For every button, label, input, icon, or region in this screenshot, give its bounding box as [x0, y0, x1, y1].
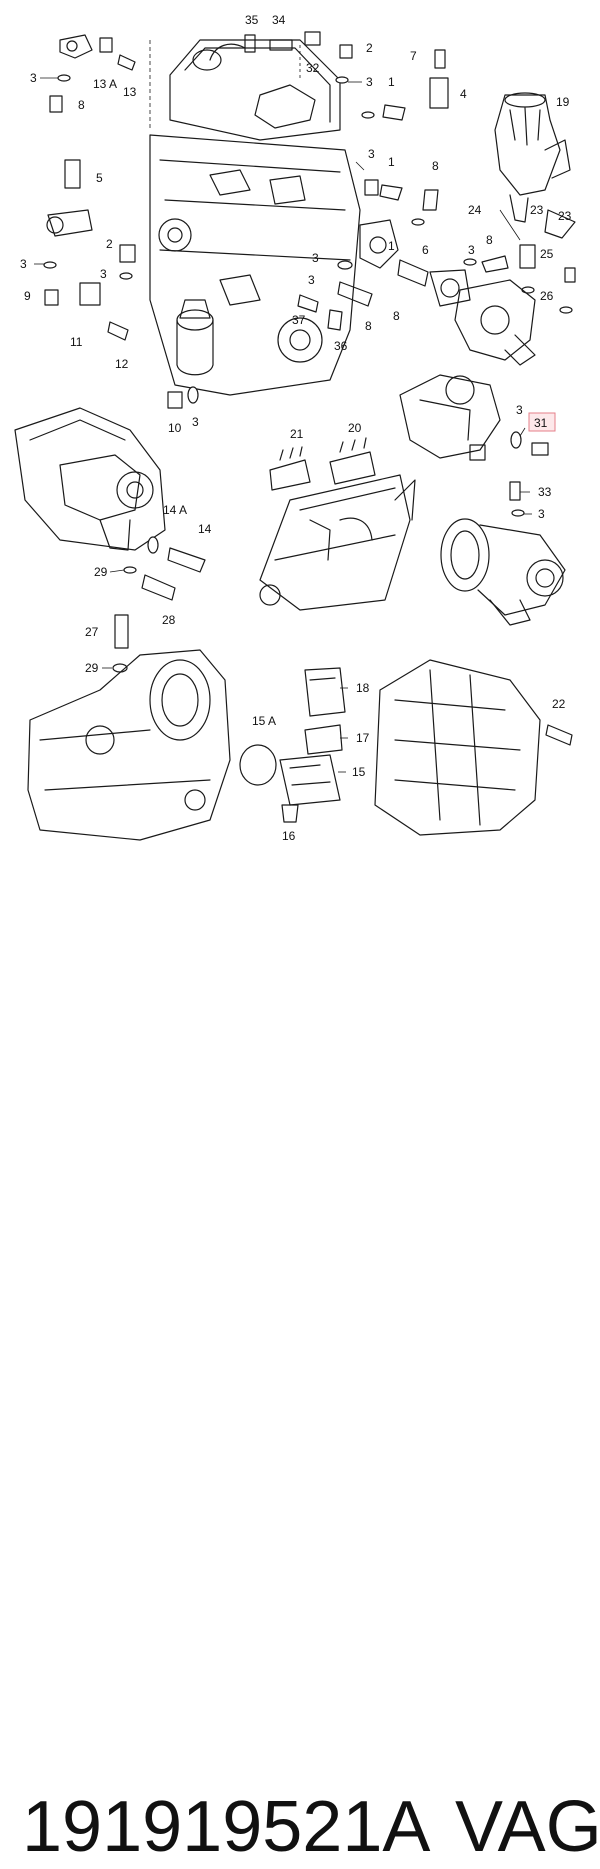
callout-24: 24: [468, 203, 482, 217]
gearbox-upper-drawing: [14, 407, 206, 601]
callout-3: 3: [100, 267, 107, 281]
callout-37: 37: [292, 313, 306, 327]
callout-8: 8: [78, 98, 85, 112]
callout-15: 15: [352, 765, 366, 779]
distributor-drawing: [454, 92, 576, 366]
callout-9: 9: [24, 289, 31, 303]
turbocharger-drawing: [440, 481, 566, 626]
plug-and-washer-10-3: [167, 386, 199, 409]
callout-3: 3: [192, 415, 199, 429]
brand-name: VAG: [455, 1787, 600, 1867]
callout-29: 29: [94, 565, 108, 579]
sensor-group-top-right: [244, 31, 509, 331]
callout-6: 6: [422, 243, 429, 257]
callout-22: 22: [552, 697, 566, 711]
callout-8: 8: [432, 159, 439, 173]
callout-15a: 15 A: [252, 714, 276, 728]
leader-lines: [34, 77, 532, 773]
callout-35: 35: [245, 13, 259, 27]
highlight-box-31: [528, 412, 556, 432]
callout-3: 3: [366, 75, 373, 89]
footer: 191919521A VAG: [0, 890, 600, 1867]
callout-3: 3: [516, 403, 523, 417]
callout-29: 29: [85, 661, 99, 675]
callout-23: 23: [530, 203, 544, 217]
callout-33: 33: [538, 485, 552, 499]
callout-1: 1: [388, 155, 395, 169]
callout-28: 28: [162, 613, 176, 627]
callout-2: 2: [106, 237, 113, 251]
callout-3: 3: [20, 257, 27, 271]
callout-1: 1: [388, 75, 395, 89]
exploded-parts-diagram: 35 34 2 13 A 13 3 8 32 3 1 7 4 19 3 1 8 …: [14, 13, 576, 843]
callout-8: 8: [486, 233, 493, 247]
callout-4: 4: [460, 87, 467, 101]
carburetor-drawing: [399, 374, 549, 461]
callout-12: 12: [115, 357, 129, 371]
callout-14: 14: [198, 522, 212, 536]
callout-3: 3: [312, 251, 319, 265]
callout-36: 36: [334, 339, 348, 353]
callout-2: 2: [366, 41, 373, 55]
callout-34: 34: [272, 13, 286, 27]
callout-25: 25: [540, 247, 554, 261]
callout-3: 3: [30, 71, 37, 85]
callout-3: 3: [308, 273, 315, 287]
sensor-group-top-left: [43, 34, 136, 341]
gearbox-lower-drawing: [27, 614, 231, 841]
callout-26: 26: [540, 289, 554, 303]
callout-8: 8: [365, 319, 372, 333]
callout-18: 18: [356, 681, 370, 695]
callout-31: 31: [534, 416, 548, 430]
callout-21: 21: [290, 427, 304, 441]
callout-5: 5: [96, 171, 103, 185]
callout-27: 27: [85, 625, 99, 639]
injection-pump-drawing: [259, 437, 416, 611]
callout-23: 23: [558, 209, 572, 223]
callout-20: 20: [348, 421, 362, 435]
callout-17: 17: [356, 731, 370, 745]
callout-3: 3: [468, 243, 475, 257]
callout-13a: 13 A: [93, 77, 117, 91]
engine-block-drawing: [149, 39, 361, 396]
callout-3: 3: [368, 147, 375, 161]
callout-7: 7: [410, 49, 417, 63]
callout-8: 8: [393, 309, 400, 323]
callout-3: 3: [538, 507, 545, 521]
part-number: 191919521A: [22, 1787, 431, 1867]
mount-parts-drawing: [239, 667, 346, 823]
transmission-case-drawing: [374, 659, 573, 836]
callout-11: 11: [70, 335, 83, 349]
callout-14a: 14 A: [163, 503, 187, 517]
callout-1: 1: [388, 239, 395, 253]
callout-13: 13: [123, 85, 137, 99]
callout-32: 32: [306, 61, 320, 75]
callout-19: 19: [556, 95, 570, 109]
callout-16: 16: [282, 829, 296, 843]
callout-labels: 35 34 2 13 A 13 3 8 32 3 1 7 4 19 3 1 8 …: [20, 13, 572, 843]
callout-10: 10: [168, 421, 182, 435]
